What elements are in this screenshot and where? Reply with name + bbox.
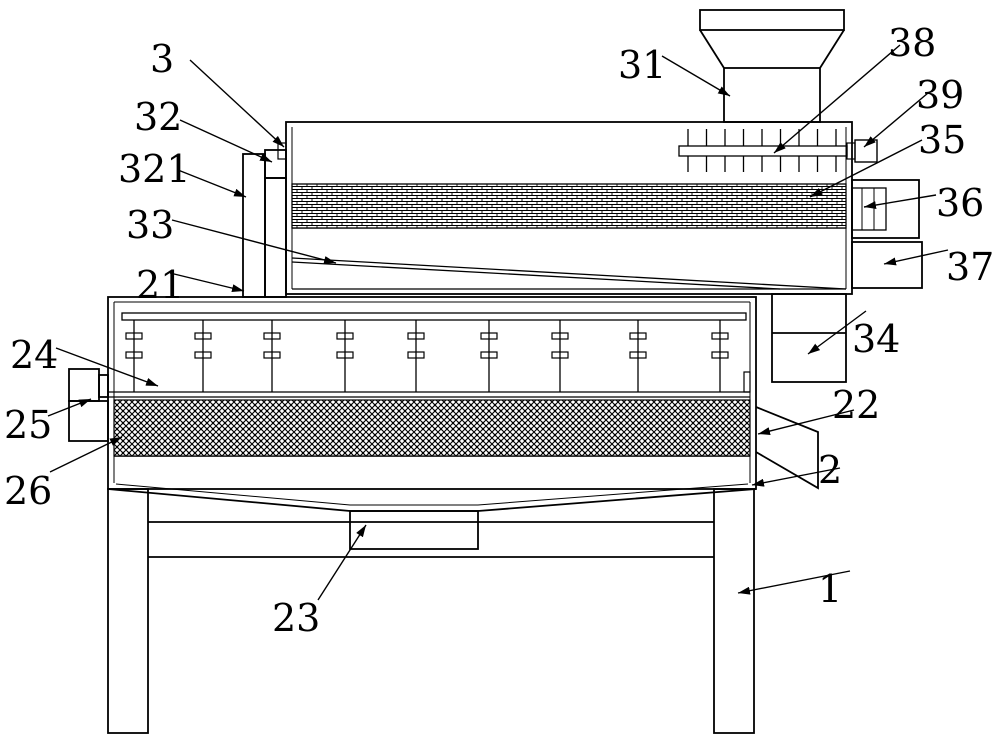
- callout-label: 31: [618, 43, 666, 87]
- callout-label: 321: [118, 147, 191, 191]
- feed-hopper: [699, 9, 845, 123]
- leader-line-35: [809, 139, 923, 198]
- leader-line-34: [807, 310, 867, 355]
- callout-label: 21: [136, 263, 184, 307]
- callout-label: 36: [936, 181, 984, 225]
- leader-line-36: [863, 194, 937, 209]
- leader-line-26: [49, 436, 123, 473]
- callout-label: 24: [10, 333, 58, 377]
- leader-line-33: [171, 219, 337, 264]
- lower-stirring-assembly: [108, 312, 751, 398]
- callout-label: 37: [946, 245, 994, 289]
- machine-frame: [107, 488, 755, 734]
- crushing-roller: [678, 129, 848, 172]
- leader-line-3: [189, 59, 285, 148]
- leader-line-38: [773, 44, 901, 154]
- callout-label: 39: [916, 73, 964, 117]
- discharge-chute: [755, 406, 819, 490]
- callout-2: 2: [751, 448, 842, 492]
- callout-label: 25: [4, 403, 52, 447]
- leader-line-37: [883, 249, 949, 266]
- callout-label: 38: [888, 21, 936, 65]
- upper-screen-mesh: [291, 183, 847, 229]
- leader-line-31: [661, 55, 731, 97]
- callout-24: 24: [10, 333, 159, 387]
- leader-line-2: [751, 467, 841, 487]
- callout-22: 22: [757, 383, 880, 435]
- callout-38: 38: [773, 21, 936, 154]
- leader-line-321: [177, 169, 247, 198]
- leader-line-23: [317, 524, 367, 601]
- callout-layer: 1 2 21 22 23 24 25 26 3 31 32 321 33 34 35 36 37 38 39: [4, 21, 994, 640]
- callout-21: 21: [136, 263, 245, 307]
- callout-25: 25: [4, 398, 92, 447]
- callout-label: 34: [852, 317, 900, 361]
- motor-bracket: [851, 241, 923, 289]
- callout-label: 1: [818, 567, 842, 611]
- callout-1: 1: [737, 567, 851, 611]
- motor-36: [851, 179, 920, 239]
- callout-33: 33: [126, 203, 337, 264]
- callout-26: 26: [4, 436, 123, 513]
- leader-line-32: [179, 119, 273, 163]
- callout-label: 26: [4, 469, 52, 513]
- callout-23: 23: [272, 524, 367, 640]
- leader-line-21: [169, 272, 245, 293]
- inclined-guide-plate: [291, 257, 847, 290]
- callout-31: 31: [618, 43, 731, 97]
- callout-label: 33: [126, 203, 174, 247]
- callout-32: 32: [134, 95, 273, 163]
- leader-line-22: [757, 409, 855, 435]
- callout-39: 39: [863, 73, 964, 148]
- callout-label: 32: [134, 95, 182, 139]
- upper-outlet: [771, 293, 847, 383]
- callout-37: 37: [883, 245, 994, 289]
- leader-line-25: [47, 398, 92, 417]
- callout-label: 23: [272, 596, 320, 640]
- callout-label: 35: [918, 118, 966, 162]
- callout-36: 36: [863, 181, 984, 225]
- leader-line-24: [55, 347, 159, 387]
- callout-35: 35: [809, 118, 966, 198]
- lower-screen-mesh: [113, 399, 751, 457]
- callout-label: 22: [832, 383, 880, 427]
- callout-321: 321: [118, 147, 247, 198]
- support-post: [242, 142, 287, 298]
- callout-34: 34: [807, 310, 900, 361]
- leader-line-1: [737, 570, 851, 595]
- callout-label: 2: [818, 448, 842, 492]
- callout-label: 3: [150, 37, 174, 81]
- leader-line-39: [863, 92, 929, 148]
- callout-3: 3: [150, 37, 285, 148]
